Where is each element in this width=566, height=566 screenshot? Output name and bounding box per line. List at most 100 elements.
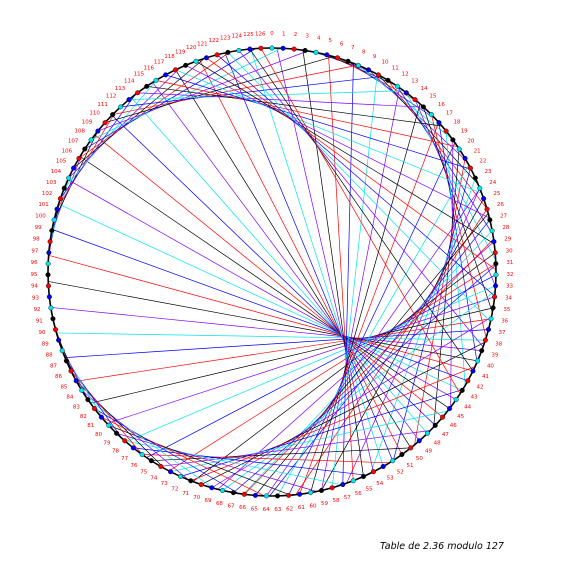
point-label: 125	[243, 32, 254, 38]
circle-point	[416, 438, 422, 444]
point-label: 75	[140, 470, 147, 476]
circle-point	[173, 67, 179, 73]
point-label: 89	[42, 341, 49, 347]
chord-line	[90, 47, 282, 141]
point-label: 56	[355, 491, 362, 497]
point-label: 108	[75, 129, 86, 135]
circle-point	[110, 112, 116, 118]
circle-point	[61, 185, 67, 191]
circle-point	[193, 58, 199, 64]
point-label: 8	[362, 49, 366, 55]
circle-point	[56, 337, 62, 343]
chord-line	[255, 213, 489, 496]
circle-point	[46, 294, 52, 300]
point-label: 102	[42, 191, 53, 197]
circle-point	[286, 492, 292, 498]
point-label: 5	[329, 38, 333, 44]
point-label: 27	[500, 214, 507, 220]
circle-point	[53, 327, 59, 333]
point-label: 32	[506, 272, 513, 278]
circle-point	[47, 239, 53, 245]
chord-line	[431, 114, 487, 338]
chord-line	[68, 67, 181, 179]
point-label: 73	[161, 481, 168, 487]
point-label: 99	[35, 225, 42, 231]
point-label: 62	[286, 506, 293, 512]
circle-point	[308, 490, 314, 496]
point-label: 107	[68, 138, 79, 144]
point-label: 94	[31, 284, 38, 290]
circle-point	[450, 137, 456, 143]
chord-line	[125, 285, 496, 442]
chord-line	[414, 158, 466, 445]
chord-line	[387, 80, 488, 209]
point-label: 51	[406, 463, 413, 469]
circle-point	[71, 165, 77, 171]
chord-line	[277, 164, 470, 497]
point-label: 112	[106, 94, 117, 100]
point-label: 100	[35, 214, 46, 220]
circle-point	[313, 49, 319, 55]
circle-point	[493, 272, 499, 278]
point-label: 12	[402, 72, 409, 78]
chord-line	[260, 48, 461, 394]
chord-line	[321, 198, 484, 491]
point-label: 44	[464, 405, 471, 411]
circle-point	[335, 55, 341, 61]
point-label: 119	[175, 49, 186, 55]
point-label: 117	[154, 60, 165, 66]
circle-point	[340, 482, 346, 488]
circle-point	[399, 452, 405, 458]
circle-point	[350, 478, 356, 484]
circle-point	[225, 49, 231, 55]
point-label: 59	[321, 501, 328, 507]
circle-point	[385, 77, 391, 83]
circle-point	[139, 452, 145, 458]
circle-point	[59, 348, 65, 354]
chord-line	[142, 454, 390, 464]
point-label: 116	[144, 65, 155, 71]
chord-line	[155, 80, 458, 148]
circle-point	[148, 458, 154, 464]
point-label: 10	[382, 60, 389, 66]
point-label: 24	[489, 180, 496, 186]
point-label: 71	[182, 491, 189, 497]
circle-point	[453, 397, 459, 403]
chord-line	[128, 90, 404, 100]
chord-line	[393, 168, 471, 461]
chord-line	[206, 57, 497, 271]
chord-line	[58, 203, 463, 391]
point-label: 22	[479, 159, 486, 165]
chord-line	[73, 58, 205, 169]
chord-line	[433, 148, 460, 428]
circle-point	[241, 491, 247, 497]
chord-line	[146, 274, 497, 458]
point-label: 43	[471, 395, 478, 401]
circle-point	[49, 228, 55, 234]
circle-point	[447, 406, 453, 412]
circle-point	[269, 45, 275, 51]
points-layer	[45, 45, 499, 499]
point-label: 115	[134, 72, 145, 78]
circle-point	[403, 90, 409, 96]
circle-point	[459, 387, 465, 393]
circle-point	[420, 104, 426, 110]
point-label: 29	[504, 237, 511, 243]
chord-line	[131, 97, 428, 434]
circle-point	[375, 72, 381, 78]
circle-point	[428, 112, 434, 118]
chord-line	[199, 59, 403, 455]
chord-line	[48, 281, 478, 362]
chord-line	[87, 399, 214, 489]
circle-point	[135, 90, 141, 96]
chord-line	[347, 61, 436, 120]
chord-line	[111, 114, 436, 426]
chord-line	[227, 52, 491, 323]
point-label: 64	[263, 507, 270, 513]
circle-point	[68, 368, 74, 374]
circle-point	[360, 473, 366, 479]
circle-point	[220, 487, 226, 493]
circle-point	[475, 358, 481, 364]
chord-line	[50, 307, 482, 351]
circle-point	[380, 463, 386, 469]
